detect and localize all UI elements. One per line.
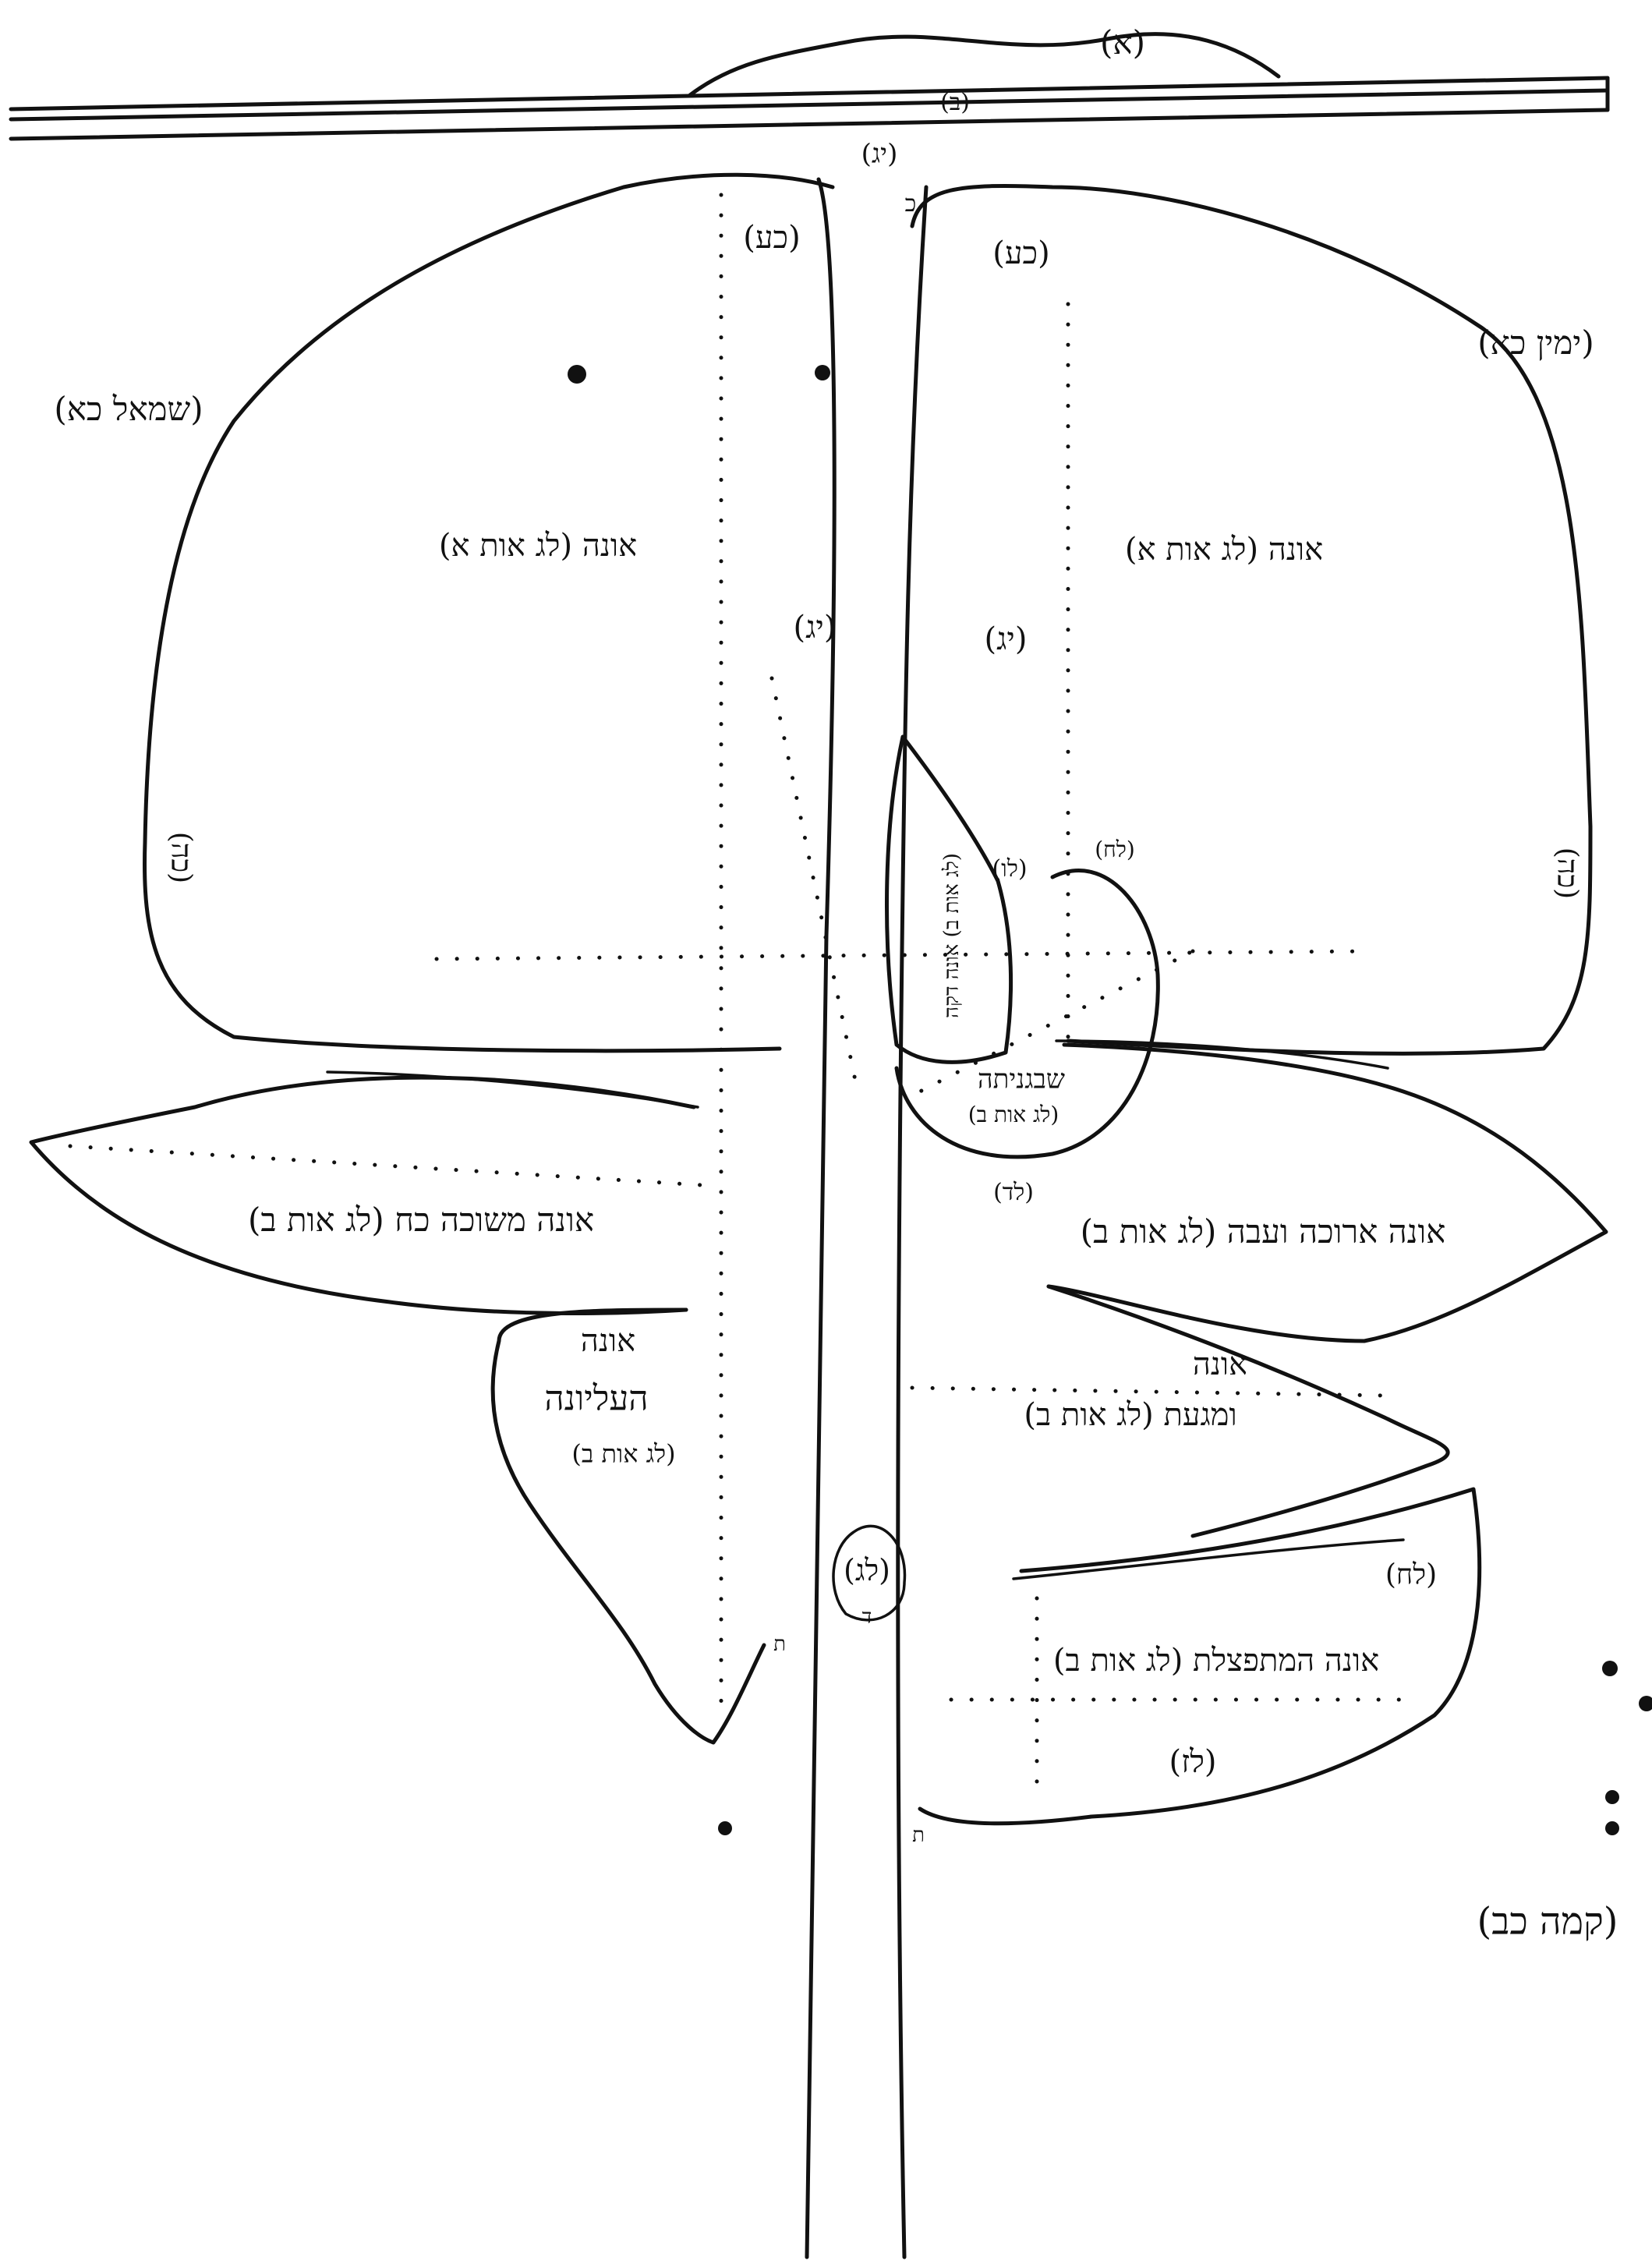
label-left-lower-lobe-1: אונה xyxy=(581,1323,635,1359)
label-smol-kaf-alef: (שמאל כא) xyxy=(54,391,203,428)
label-kaf-ayin-left: (כע) xyxy=(743,220,800,256)
bottom-right-lobe-fold xyxy=(1013,1540,1403,1579)
label-left-mid-lobe: אונה משוכה כח (לג אות ב) xyxy=(248,1201,594,1239)
label-tav-right: ת xyxy=(912,1824,925,1848)
label-heart-2: (לג אות ב) xyxy=(968,1102,1059,1127)
label-lamed-dalet: (לד) xyxy=(993,1180,1034,1207)
dot xyxy=(1605,1790,1619,1804)
label-yud-gimel-top: (יג) xyxy=(861,139,898,169)
label-lobe-right-top: אונה (לג אות א) xyxy=(1125,532,1323,568)
trachea-left-line xyxy=(807,179,834,2257)
dot xyxy=(815,365,830,380)
label-left-lower-lobe-2: העליונה xyxy=(544,1380,648,1420)
label-right-lower-lobe-2: ומגעת (לג אות ב) xyxy=(1024,1397,1236,1433)
label-tav-left: ת xyxy=(773,1633,786,1657)
dot xyxy=(718,1821,732,1835)
label-lamed-het: (לח) xyxy=(1095,837,1135,862)
label-heh-left: (כה) xyxy=(164,832,196,883)
label-heart: שבגניתה xyxy=(978,1064,1065,1095)
label-kaf-ayin-right: (כע) xyxy=(992,235,1049,271)
dotted-diag-1 xyxy=(772,678,858,1092)
label-lamed-vav: (לו) xyxy=(992,856,1027,883)
label-kaf-small: כ xyxy=(905,191,917,218)
left-lower-lobe xyxy=(493,1310,764,1743)
dot xyxy=(1639,1696,1652,1711)
label-kamah-kaf-bet: (קמה כב) xyxy=(1477,1900,1618,1943)
label-lobe-left-top: אונה (לג אות א) xyxy=(439,528,637,564)
label-right-lower-lobe-1: אונה xyxy=(1193,1346,1247,1382)
dot xyxy=(568,365,586,384)
label-bottom-lobe: אונה המתפצלת (לג אות ב) xyxy=(1053,1643,1379,1679)
label-yamin-kaf-alef: (ימין כא) xyxy=(1477,324,1594,362)
label-small-vertical-lobe: (לג אות ב) אונה דקה xyxy=(941,853,964,1018)
left-middle-lobe xyxy=(31,1077,694,1313)
dot xyxy=(1605,1821,1619,1835)
dot xyxy=(1602,1661,1618,1676)
label-bar-bet: (ב) xyxy=(940,90,970,117)
upper-right-lobe xyxy=(912,186,1590,1053)
dotted-horizontal-upper xyxy=(437,951,1372,959)
label-yud-gimel-right: (יג) xyxy=(985,621,1028,657)
label-heh-right: (כה) xyxy=(1551,847,1583,899)
label-bottom-lobe-sub: (לז) xyxy=(1169,1744,1216,1780)
upper-left-lobe xyxy=(144,175,833,1051)
label-lamed-het-lower: (לח) xyxy=(1385,1559,1437,1590)
label-yud-gimel-left: (יג) xyxy=(794,610,837,646)
label-lamed-gimel-center: (לג) xyxy=(844,1554,890,1588)
label-top-alef: (א) xyxy=(1100,24,1145,62)
trachea-right-line xyxy=(898,187,926,2257)
label-lamed-gimel-sub: ד xyxy=(862,1606,872,1629)
label-left-lower-lobe-3: (לג אות ב) xyxy=(571,1440,675,1469)
label-right-mid-lobe: אונה ארוכה ועבה (לג אות ב) xyxy=(1081,1213,1446,1251)
dotted-horizontal-mid xyxy=(70,1146,702,1185)
